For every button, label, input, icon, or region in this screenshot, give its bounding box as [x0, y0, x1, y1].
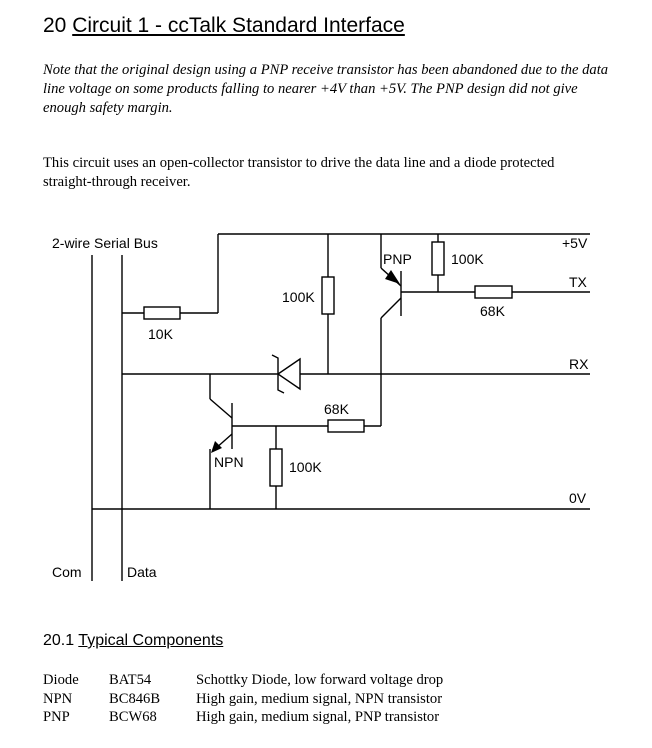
r-tx-base-label: 68K	[480, 303, 506, 319]
table-row: PNP BCW68 High gain, medium signal, PNP …	[43, 708, 443, 727]
subsection-heading: 20.1 Typical Components	[43, 632, 223, 650]
component-type: Diode	[43, 672, 79, 688]
rail-5v-label: +5V	[562, 235, 588, 251]
bus-label: 2-wire Serial Bus	[52, 235, 158, 251]
component-desc: High gain, medium signal, PNP transistor	[196, 709, 440, 725]
resistor-10k	[143, 306, 181, 320]
r-npn-base-label: 68K	[324, 401, 350, 417]
resistor-100k-npn-pulldown	[269, 448, 283, 487]
subsection-title: Typical Components	[78, 632, 224, 649]
subsection-number: 20.1	[43, 632, 75, 649]
table-row: Diode BAT54 Schottky Diode, low forward …	[43, 671, 443, 690]
component-type: PNP	[43, 709, 70, 725]
resistor-68k-tx	[474, 285, 513, 299]
heading-title: Circuit 1 - ccTalk Standard Interface	[72, 14, 405, 37]
component-desc: High gain, medium signal, NPN transistor	[196, 690, 443, 707]
components-table: Diode BAT54 Schottky Diode, low forward …	[43, 671, 443, 727]
design-note: Note that the original design using a PN…	[43, 62, 609, 116]
pnp-label: PNP	[383, 251, 412, 267]
resistor-100k-pnp-base	[431, 241, 445, 276]
table-row: NPN BC846B High gain, medium signal, NPN…	[43, 690, 443, 709]
component-part: BCW68	[109, 709, 157, 725]
component-part: BAT54	[109, 672, 152, 688]
resistor-68k-npn-base	[327, 419, 365, 433]
circuit-schematic: 2-wire Serial Bus +5V TX RX 0V 10K 100K …	[52, 233, 590, 581]
schottky-diode	[271, 354, 301, 394]
rx-label: RX	[569, 356, 589, 372]
resistor-100k-pullup	[321, 276, 335, 315]
page-heading: 20 Circuit 1 - ccTalk Standard Interface	[43, 14, 405, 38]
r-npn-pulldown-label: 100K	[289, 459, 322, 475]
intro-paragraph: This circuit uses an open-collector tran…	[43, 155, 555, 190]
r-pullup-label: 100K	[282, 289, 315, 305]
r-bus-label: 10K	[148, 326, 174, 342]
resistors	[143, 241, 513, 487]
pnp-emitter-arrow	[385, 270, 400, 284]
component-part: BC846B	[109, 690, 161, 707]
npn-label: NPN	[214, 454, 244, 470]
rail-0v-label: 0V	[569, 490, 587, 506]
component-type: NPN	[43, 690, 73, 707]
component-desc: Schottky Diode, low forward voltage drop	[196, 672, 444, 688]
schematic-wires	[91, 233, 590, 581]
npn-emitter-arrow	[211, 441, 222, 453]
data-label: Data	[127, 564, 157, 580]
r-pnp-base-label: 100K	[451, 251, 484, 267]
heading-number: 20	[43, 14, 67, 37]
com-label: Com	[52, 564, 82, 580]
tx-label: TX	[569, 274, 588, 290]
